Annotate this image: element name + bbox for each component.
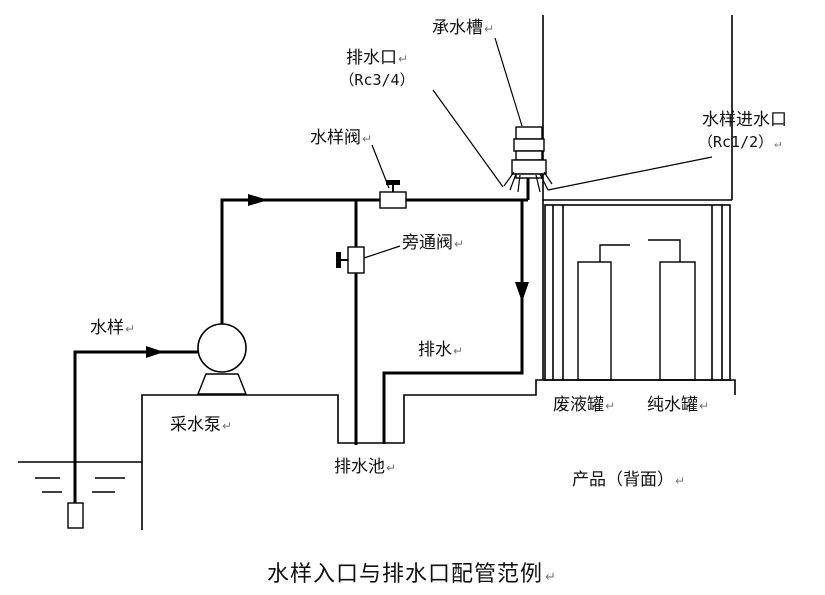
flow-arrow-intake: [146, 346, 164, 358]
product-cabinet: [542, 15, 733, 381]
label-tray: 承水槽↵: [432, 18, 495, 38]
pure-tank-body: [648, 239, 696, 381]
label-drain-water: 排水↵: [418, 340, 464, 360]
label-sample-inlet: 水样进水口: [702, 110, 787, 130]
flow-arrow-main: [248, 194, 268, 206]
intake-pipe: [67, 350, 198, 529]
fitting-stack: [511, 126, 547, 179]
leader-lines: [363, 37, 713, 259]
waste-tank-body: [577, 244, 630, 381]
label-drain-outlet: 排水口↵: [345, 48, 409, 68]
label-sample-water: 水样↵: [90, 318, 136, 338]
water-surface: [18, 461, 142, 493]
label-waste-tank: 废液罐↵: [553, 395, 616, 415]
label-pump: 采水泵↵: [170, 415, 233, 435]
diagram-caption: 水样入口与排水口配管范例↵: [267, 562, 557, 587]
sampling-pump: [196, 323, 248, 395]
label-sample-valve: 水样阀↵: [310, 128, 373, 148]
flare-lines: [503, 171, 553, 193]
flow-arrow-drain: [515, 282, 529, 302]
label-pure-tank: 纯水罐↵: [647, 395, 710, 415]
sample-valve: [379, 180, 407, 209]
label-drain-outlet-spec: （Rc3/4）: [339, 71, 415, 89]
main-pipe: [220, 198, 528, 324]
label-drain-pool: 排水池↵: [334, 457, 397, 477]
intake-filter: [67, 502, 84, 529]
label-bypass-valve: 旁通阀↵: [402, 233, 465, 253]
label-product-back: 产品（背面）↵: [572, 470, 686, 490]
label-sample-inlet-spec: （Rc1/2）↵: [698, 133, 782, 151]
bypass-valve: [336, 246, 365, 274]
